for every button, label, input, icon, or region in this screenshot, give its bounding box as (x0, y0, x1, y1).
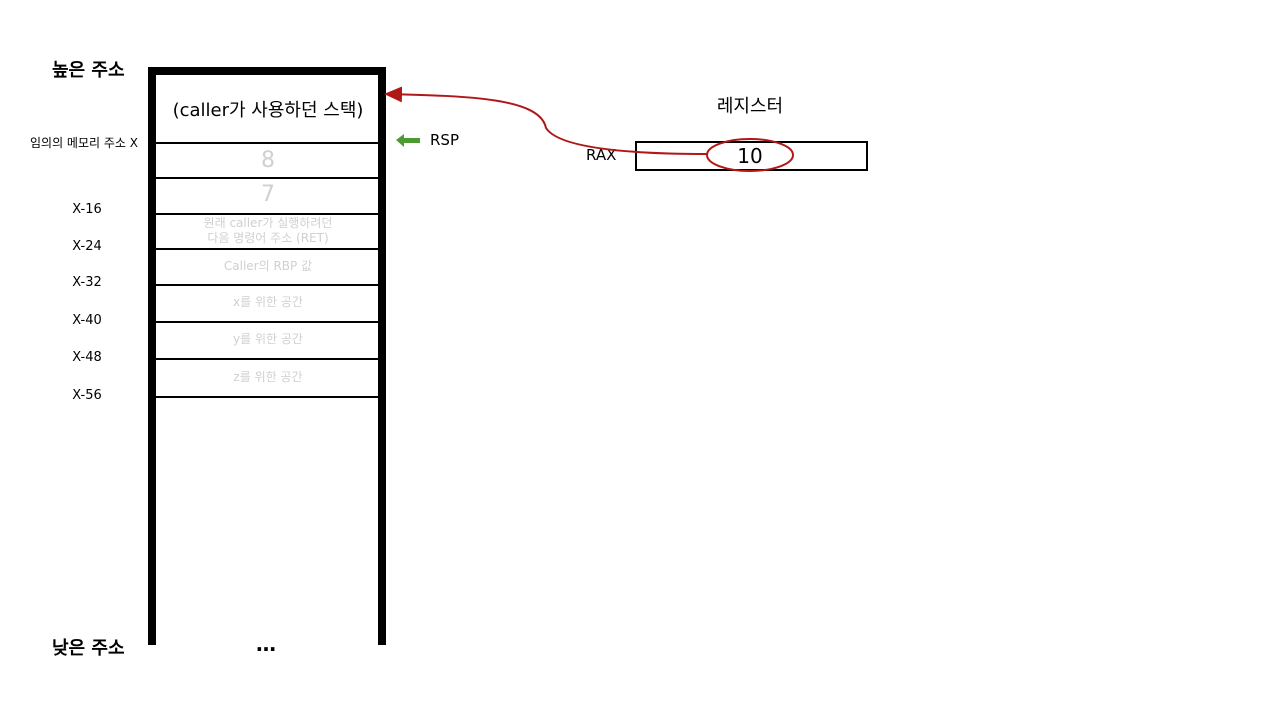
slot-divider (154, 321, 380, 323)
high-address-label: 높은 주소 (52, 60, 125, 81)
offset-label: X-48 (72, 350, 102, 365)
stack-slot-value: 7 (261, 182, 275, 207)
rax-highlight-ellipse (706, 138, 794, 172)
offset-label: X-40 (72, 313, 102, 328)
slot-divider (154, 213, 380, 215)
slot-divider (154, 358, 380, 360)
caller-stack-label: (caller가 사용하던 스택) (172, 100, 364, 121)
offset-label: X-32 (72, 275, 102, 290)
offset-label: X-56 (72, 388, 102, 403)
rax-value: 10 (737, 144, 763, 168)
slot-divider (154, 284, 380, 286)
stack-slot-y: y를 위한 공간 (233, 332, 303, 346)
stack-right-wall (378, 67, 386, 645)
stack-slot-value: 8 (261, 148, 275, 173)
slot-divider (154, 396, 380, 398)
rax-label: RAX (586, 146, 617, 164)
stack-slot-ret-line1: 원래 caller가 실행하려던 (203, 216, 333, 230)
offset-label: X-16 (72, 202, 102, 217)
slot-divider (154, 248, 380, 250)
slot-divider (154, 177, 380, 179)
arbitrary-address-label: 임의의 메모리 주소 X (30, 136, 138, 150)
registers-title: 레지스터 (716, 96, 784, 117)
stack-top-border (148, 67, 386, 75)
return-value-arrow (384, 86, 709, 155)
stack-slot-ret-line2: 다음 명령어 주소 (RET) (207, 231, 329, 245)
ellipsis-label: … (256, 632, 276, 656)
offset-label: X-24 (72, 239, 102, 254)
rsp-label: RSP (430, 131, 459, 149)
stack-slot-x: x를 위한 공간 (233, 295, 303, 309)
stack-slot-rbp: Caller의 RBP 값 (223, 259, 313, 273)
slot-divider (154, 142, 380, 144)
low-address-label: 낮은 주소 (52, 638, 125, 659)
stack-left-wall (148, 67, 156, 645)
rsp-arrow-icon (396, 134, 420, 147)
stack-slot-z: z를 위한 공간 (233, 370, 303, 384)
